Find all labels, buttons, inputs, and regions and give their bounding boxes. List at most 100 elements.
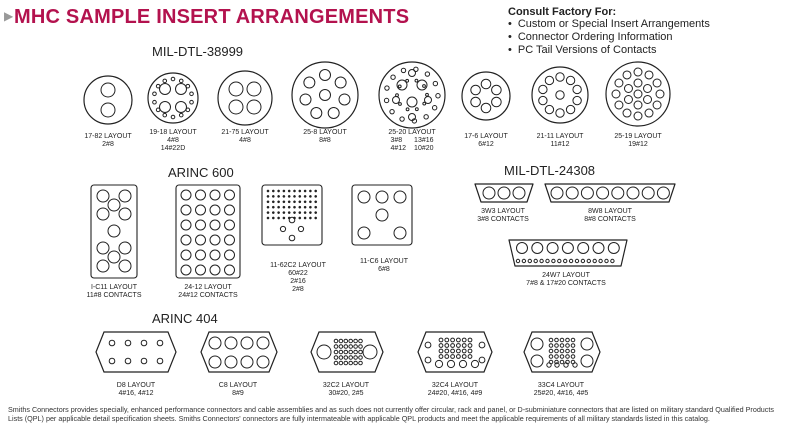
contact-20 bbox=[414, 78, 419, 83]
contact-20 bbox=[545, 258, 550, 264]
consult-factory-list: Custom or Special Insert Arrangements Co… bbox=[508, 18, 710, 57]
contact-8 bbox=[334, 76, 347, 89]
contact-20 bbox=[450, 337, 456, 343]
contact-20 bbox=[548, 337, 554, 343]
contact-12 bbox=[209, 264, 221, 276]
contact-8 bbox=[118, 189, 132, 203]
contact-12 bbox=[655, 89, 665, 99]
contact-8 bbox=[626, 186, 640, 200]
contact-20 bbox=[456, 337, 461, 343]
contact-20 bbox=[554, 359, 559, 365]
contact-8 bbox=[246, 81, 262, 97]
contact-20 bbox=[444, 348, 450, 354]
contact-20 bbox=[604, 258, 609, 264]
contact-5 bbox=[316, 344, 332, 360]
contact-16 bbox=[383, 97, 390, 104]
contact-12 bbox=[408, 113, 416, 121]
contact-22d bbox=[152, 99, 157, 105]
contact-12 bbox=[572, 95, 582, 106]
contact-9 bbox=[208, 355, 222, 369]
contact-22d bbox=[170, 114, 176, 120]
contact-20 bbox=[348, 344, 354, 349]
contact-22 bbox=[282, 211, 286, 214]
contact-12 bbox=[623, 95, 633, 104]
contact-22 bbox=[303, 195, 307, 198]
contact-12 bbox=[408, 69, 416, 77]
contact-12 bbox=[392, 96, 400, 104]
contact-8 bbox=[228, 99, 244, 115]
contact-20 bbox=[570, 354, 576, 359]
contact-8 bbox=[96, 259, 110, 273]
contact-12 bbox=[180, 189, 192, 201]
insert-shell-24w7 bbox=[508, 239, 628, 267]
contact-12 bbox=[538, 95, 548, 106]
contact-12 bbox=[633, 111, 643, 121]
contact-5 bbox=[580, 337, 594, 351]
contact-20 bbox=[521, 258, 527, 264]
contact-22 bbox=[298, 195, 302, 198]
contact-8 bbox=[100, 82, 116, 98]
contact-20 bbox=[554, 348, 559, 354]
contact-20 bbox=[548, 354, 554, 359]
contact-12 bbox=[491, 96, 502, 108]
contact-20 bbox=[358, 349, 363, 355]
contact-16 bbox=[572, 362, 578, 368]
insert-shell-17-6 bbox=[461, 71, 511, 121]
contact-20 bbox=[559, 354, 565, 359]
contact-20 bbox=[557, 258, 562, 264]
contact-20 bbox=[353, 344, 358, 349]
contact-16 bbox=[140, 339, 148, 347]
insert-shell-11-c6 bbox=[351, 184, 413, 246]
contact-20 bbox=[338, 344, 344, 349]
contact-22 bbox=[309, 205, 312, 209]
contact-8 bbox=[96, 207, 110, 221]
contact-9 bbox=[240, 355, 254, 369]
contact-12 bbox=[195, 219, 206, 231]
contact-20 bbox=[348, 349, 354, 355]
contact-20 bbox=[414, 107, 419, 112]
contact-16 bbox=[108, 339, 116, 347]
contact-22d bbox=[155, 83, 161, 89]
contact-20 bbox=[548, 343, 554, 348]
contact-16 bbox=[424, 71, 431, 77]
contact-22 bbox=[271, 205, 275, 209]
contact-22 bbox=[309, 195, 312, 198]
contact-20 bbox=[444, 343, 450, 348]
contact-8 bbox=[561, 242, 574, 254]
contact-12 bbox=[124, 357, 132, 365]
contact-8 bbox=[357, 226, 371, 240]
contact-20 bbox=[592, 258, 597, 264]
contact-8 bbox=[327, 107, 340, 120]
contact-20 bbox=[450, 354, 456, 359]
contact-5 bbox=[530, 337, 544, 351]
contact-8 bbox=[550, 186, 564, 200]
contact-16 bbox=[424, 341, 432, 349]
contact-16 bbox=[389, 108, 395, 115]
contact-8 bbox=[393, 190, 407, 204]
contact-20 bbox=[333, 338, 339, 344]
contact-8 bbox=[319, 89, 331, 101]
contact-8 bbox=[393, 226, 407, 240]
contact-8 bbox=[310, 107, 323, 120]
insert-shell-32c2 bbox=[310, 331, 384, 373]
contact-20 bbox=[444, 354, 450, 359]
contact-22 bbox=[293, 205, 296, 209]
contact-22 bbox=[303, 200, 307, 204]
contact-16 bbox=[411, 118, 418, 124]
contact-12 bbox=[209, 189, 221, 201]
contact-22 bbox=[271, 189, 275, 193]
insert-shell-19-18 bbox=[147, 72, 199, 124]
contact-20 bbox=[343, 344, 349, 349]
contact-22 bbox=[303, 216, 307, 220]
contact-22 bbox=[282, 189, 286, 193]
contact-20 bbox=[467, 348, 473, 354]
contact-12 bbox=[180, 249, 192, 261]
contact-12 bbox=[623, 84, 633, 93]
contact-16 bbox=[124, 339, 132, 347]
contact-20 bbox=[527, 258, 532, 264]
contact-20 bbox=[533, 258, 538, 264]
contact-22d bbox=[170, 76, 176, 82]
contact-20 bbox=[610, 258, 615, 264]
